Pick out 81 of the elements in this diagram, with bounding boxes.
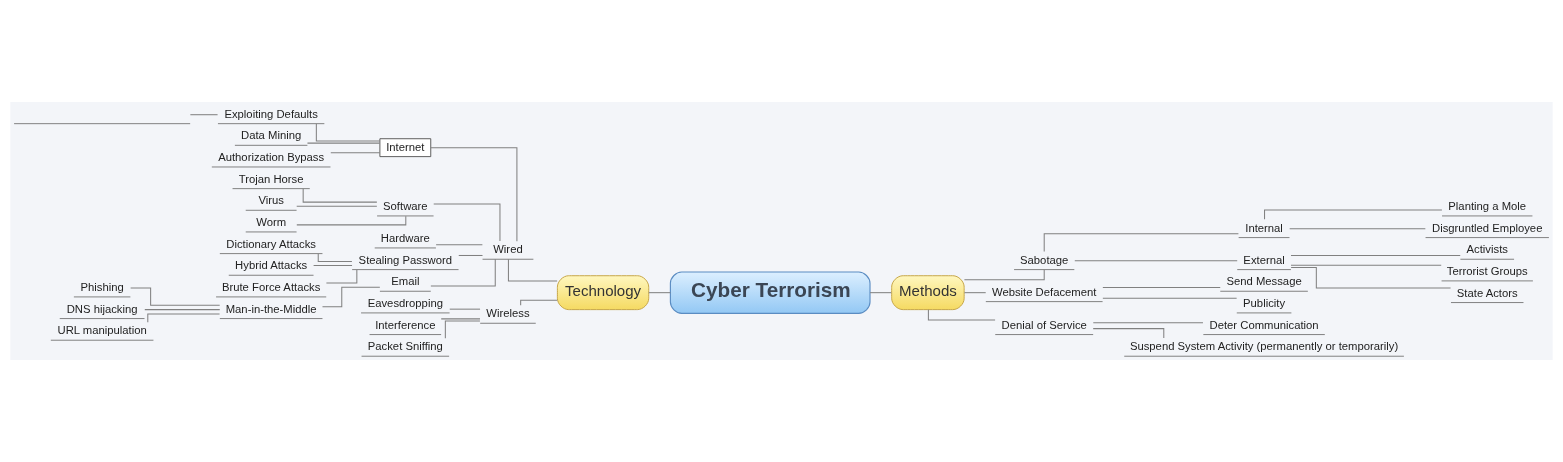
- node-text: Interference: [375, 318, 436, 331]
- node-text: Deter Communication: [1209, 318, 1319, 331]
- node-text: Trojan Horse: [238, 172, 304, 185]
- node-text: Suspend System Activity (permanently or temporarily): [1129, 340, 1399, 353]
- connector: [317, 253, 353, 262]
- connector: [435, 244, 483, 246]
- node-text: Software: [383, 199, 428, 212]
- connector: [1289, 228, 1426, 230]
- connector: [1290, 266, 1452, 289]
- connector: [296, 215, 407, 226]
- connector: [1043, 233, 1239, 253]
- node-text: DNS hijacking: [66, 302, 138, 315]
- node-text: Email: [391, 275, 420, 288]
- node-text: Planting a Mole: [1448, 199, 1527, 212]
- node-text: Phishing: [80, 280, 124, 293]
- node-text: External: [1243, 253, 1285, 266]
- connector: [1102, 297, 1238, 299]
- node-text: Man-in-the-Middle: [225, 302, 317, 315]
- node-text: Virus: [258, 194, 284, 207]
- node-text: Sabotage: [1020, 253, 1069, 266]
- connector: [325, 269, 358, 284]
- node-text: Website Defacement: [991, 285, 1097, 298]
- connector: [927, 309, 996, 321]
- connector: [458, 254, 484, 256]
- node-text: Exploiting Defaults: [224, 107, 318, 120]
- connector: [189, 114, 219, 116]
- node-text: URL manipulation: [57, 324, 147, 337]
- node-box: Internet: [379, 138, 432, 158]
- connector: [963, 269, 1045, 281]
- connector: [430, 258, 496, 287]
- node-box: Methods: [891, 275, 965, 311]
- connector: [648, 292, 671, 294]
- connector: [1102, 287, 1221, 288]
- connector: [313, 265, 353, 267]
- node-text: Data Mining: [241, 129, 302, 142]
- connector: [1092, 328, 1165, 339]
- connector: [1290, 254, 1461, 256]
- connector: [1290, 264, 1442, 266]
- connector: [1264, 209, 1443, 220]
- node-text: Eavesdropping: [367, 296, 443, 309]
- connector: [321, 286, 381, 308]
- connector: [147, 313, 221, 323]
- connector: [507, 258, 558, 282]
- connector: [963, 292, 987, 294]
- node-text: Disgruntled Employee: [1432, 221, 1543, 234]
- connector: [302, 188, 378, 203]
- connector: [449, 308, 481, 310]
- node-text: Denial of Service: [1001, 318, 1087, 331]
- node-text: Activists: [1466, 243, 1508, 256]
- connector: [440, 318, 481, 320]
- node-text: State Actors: [1456, 286, 1518, 299]
- node-text: Wired: [493, 243, 523, 256]
- node-text: Stealing Password: [358, 253, 453, 266]
- node-text: Worm: [256, 215, 287, 228]
- connector: [430, 147, 518, 242]
- connector: [306, 142, 381, 144]
- node-text: Hardware: [380, 231, 430, 244]
- connector: [296, 205, 378, 207]
- node-text: Send Message: [1226, 275, 1302, 288]
- node-text: Dictionary Attacks: [226, 237, 316, 250]
- node-line: [13, 123, 191, 125]
- node-text: Authorization Bypass: [218, 150, 325, 163]
- connector: [1092, 322, 1204, 324]
- connector: [330, 152, 381, 154]
- connector: [869, 292, 892, 294]
- connector: [444, 320, 481, 339]
- connector: [520, 299, 558, 306]
- node-text: Hybrid Attacks: [235, 259, 308, 272]
- node-text: Packet Sniffing: [367, 340, 443, 353]
- connector: [144, 309, 221, 311]
- connector: [1074, 260, 1238, 262]
- node-text: Wireless: [486, 307, 530, 320]
- node-text: Brute Force Attacks: [221, 280, 321, 293]
- connector: [433, 203, 501, 242]
- connector: [315, 123, 381, 142]
- connector: [130, 287, 221, 306]
- node-text: Publicity: [1243, 296, 1286, 309]
- node-box: Cyber Terrorism: [669, 271, 871, 314]
- node-text: Internal: [1245, 221, 1283, 234]
- node-box: Technology: [556, 275, 650, 311]
- node-text: Terrorist Groups: [1446, 264, 1528, 277]
